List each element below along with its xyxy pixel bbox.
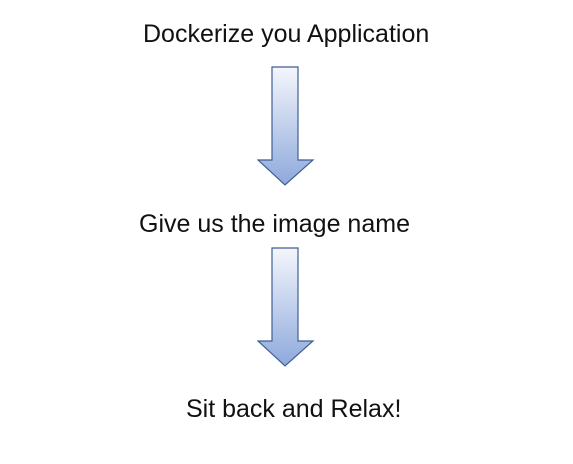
step-image-name-label: Give us the image name — [139, 210, 410, 238]
step-dockerize-label: Dockerize you Application — [143, 20, 430, 48]
down-arrow-icon — [257, 247, 315, 367]
down-arrow-icon — [257, 66, 315, 186]
step-relax-label: Sit back and Relax! — [186, 395, 402, 423]
